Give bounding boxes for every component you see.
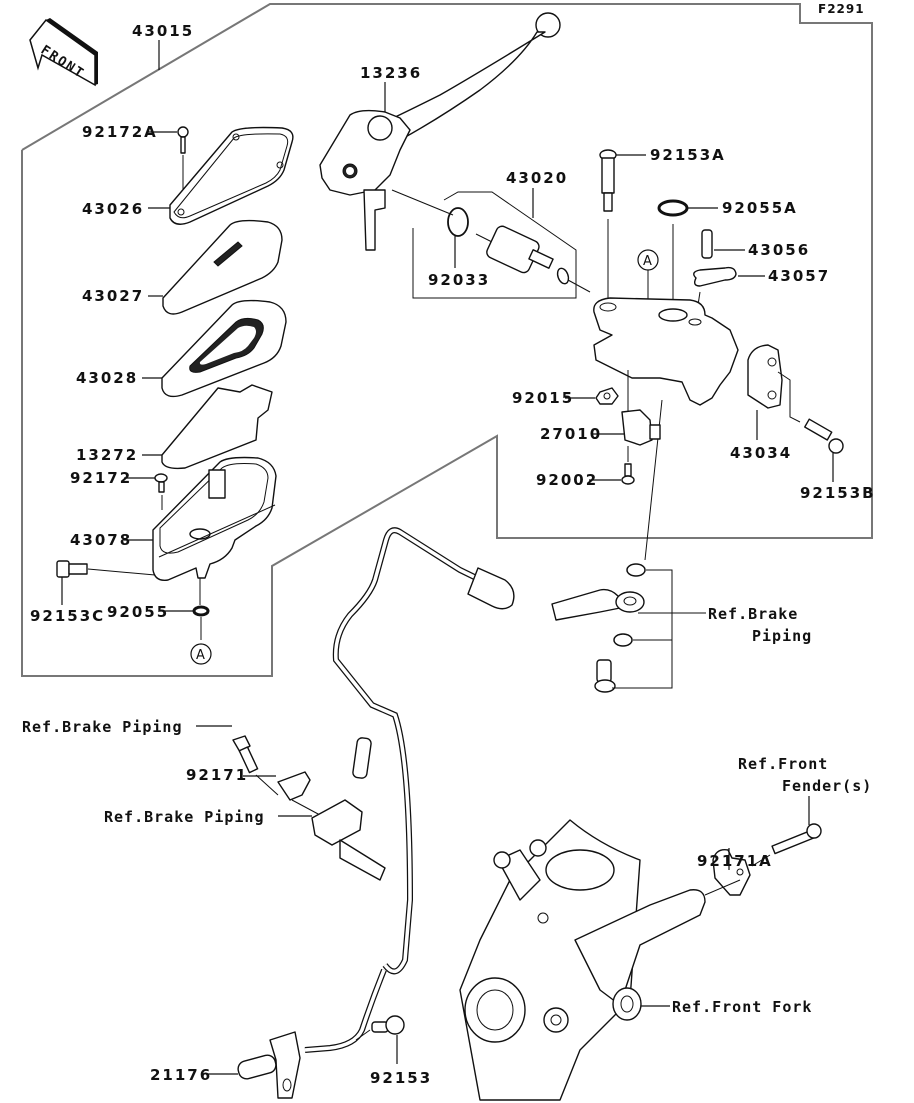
part-label-92033[interactable]: 92033 bbox=[428, 271, 490, 289]
part-label-43026[interactable]: 43026 bbox=[82, 200, 144, 218]
master-cylinder-body bbox=[593, 297, 739, 561]
ref-brake-piping-right-line2[interactable]: Piping bbox=[752, 627, 812, 645]
ref-brake-piping-bolt bbox=[232, 735, 279, 796]
sensor-cable bbox=[304, 527, 515, 1053]
part-label-92055A[interactable]: 92055A bbox=[722, 199, 798, 217]
part-label-92153[interactable]: 92153 bbox=[370, 1069, 432, 1087]
part-92153A[interactable] bbox=[599, 149, 617, 300]
part-label-43028[interactable]: 43028 bbox=[76, 369, 138, 387]
part-label-43027[interactable]: 43027 bbox=[82, 287, 144, 305]
ref-brake-piping-left-top[interactable]: Ref.Brake Piping bbox=[22, 718, 183, 736]
part-92153C[interactable] bbox=[56, 560, 156, 578]
part-43078[interactable] bbox=[152, 456, 277, 581]
part-label-92002[interactable]: 92002 bbox=[536, 471, 598, 489]
part-92055[interactable] bbox=[192, 590, 210, 640]
part-92033[interactable] bbox=[447, 207, 469, 237]
svg-text:A: A bbox=[643, 254, 652, 269]
part-43027[interactable] bbox=[162, 219, 283, 315]
part-92171[interactable] bbox=[277, 771, 321, 816]
front-fender-bolt bbox=[751, 823, 822, 867]
part-43056[interactable] bbox=[701, 229, 713, 259]
part-label-92153C[interactable]: 92153C bbox=[30, 607, 105, 625]
bracket-43020 bbox=[412, 191, 577, 299]
piston-assembly bbox=[475, 225, 591, 293]
part-label-43056[interactable]: 43056 bbox=[748, 241, 810, 259]
part-label-92171[interactable]: 92171 bbox=[186, 766, 248, 784]
svg-text:A: A bbox=[196, 648, 205, 663]
part-label-21176[interactable]: 21176 bbox=[150, 1066, 212, 1084]
part-92153[interactable] bbox=[355, 1015, 405, 1041]
part-label-13272[interactable]: 13272 bbox=[76, 446, 138, 464]
part-92171A[interactable] bbox=[704, 849, 751, 896]
part-label-13236[interactable]: 13236 bbox=[360, 64, 422, 82]
part-label-43015[interactable]: 43015 bbox=[132, 22, 194, 40]
part-13272[interactable] bbox=[161, 384, 273, 470]
front-fork-lower bbox=[459, 819, 706, 1101]
figure-code: F2291 bbox=[818, 2, 865, 16]
part-label-43034[interactable]: 43034 bbox=[730, 444, 792, 462]
part-label-92153A[interactable]: 92153A bbox=[650, 146, 726, 164]
part-27010[interactable] bbox=[621, 409, 661, 446]
front-arrow-icon: FRONT bbox=[29, 18, 98, 87]
abs-sensor-clamp bbox=[311, 737, 386, 881]
part-92153B[interactable] bbox=[804, 418, 844, 454]
part-label-92172A[interactable]: 92172A bbox=[82, 123, 158, 141]
part-43026[interactable] bbox=[169, 126, 294, 225]
part-label-27010[interactable]: 27010 bbox=[540, 425, 602, 443]
part-43034[interactable] bbox=[747, 344, 801, 423]
part-21176[interactable] bbox=[236, 1031, 301, 1099]
banjo-fitting-set bbox=[551, 563, 706, 693]
ref-front-fender-line2[interactable]: Fender(s) bbox=[782, 777, 872, 795]
part-label-43057[interactable]: 43057 bbox=[768, 267, 830, 285]
callout-marker-a-top: A bbox=[637, 249, 659, 305]
assembly-frame-43015 bbox=[21, 3, 873, 677]
part-label-92172[interactable]: 92172 bbox=[70, 469, 132, 487]
part-92015[interactable] bbox=[595, 387, 619, 405]
callout-marker-a-left: A bbox=[190, 643, 212, 665]
ref-brake-piping-right-line1[interactable]: Ref.Brake bbox=[708, 605, 798, 623]
part-92055A[interactable] bbox=[657, 199, 689, 310]
ref-brake-piping-left-mid[interactable]: Ref.Brake Piping bbox=[104, 808, 265, 826]
part-92002[interactable] bbox=[621, 446, 635, 485]
part-label-92015[interactable]: 92015 bbox=[512, 389, 574, 407]
part-92172[interactable] bbox=[154, 473, 168, 510]
part-label-92153B[interactable]: 92153B bbox=[800, 484, 876, 502]
part-label-92171A[interactable]: 92171A bbox=[697, 852, 773, 870]
part-label-92055[interactable]: 92055 bbox=[107, 603, 169, 621]
ref-front-fender-line1[interactable]: Ref.Front bbox=[738, 755, 828, 773]
part-label-43078[interactable]: 43078 bbox=[70, 531, 132, 549]
part-13236[interactable] bbox=[319, 12, 561, 251]
part-label-43020[interactable]: 43020 bbox=[506, 169, 568, 187]
ref-front-fork[interactable]: Ref.Front Fork bbox=[672, 998, 812, 1016]
